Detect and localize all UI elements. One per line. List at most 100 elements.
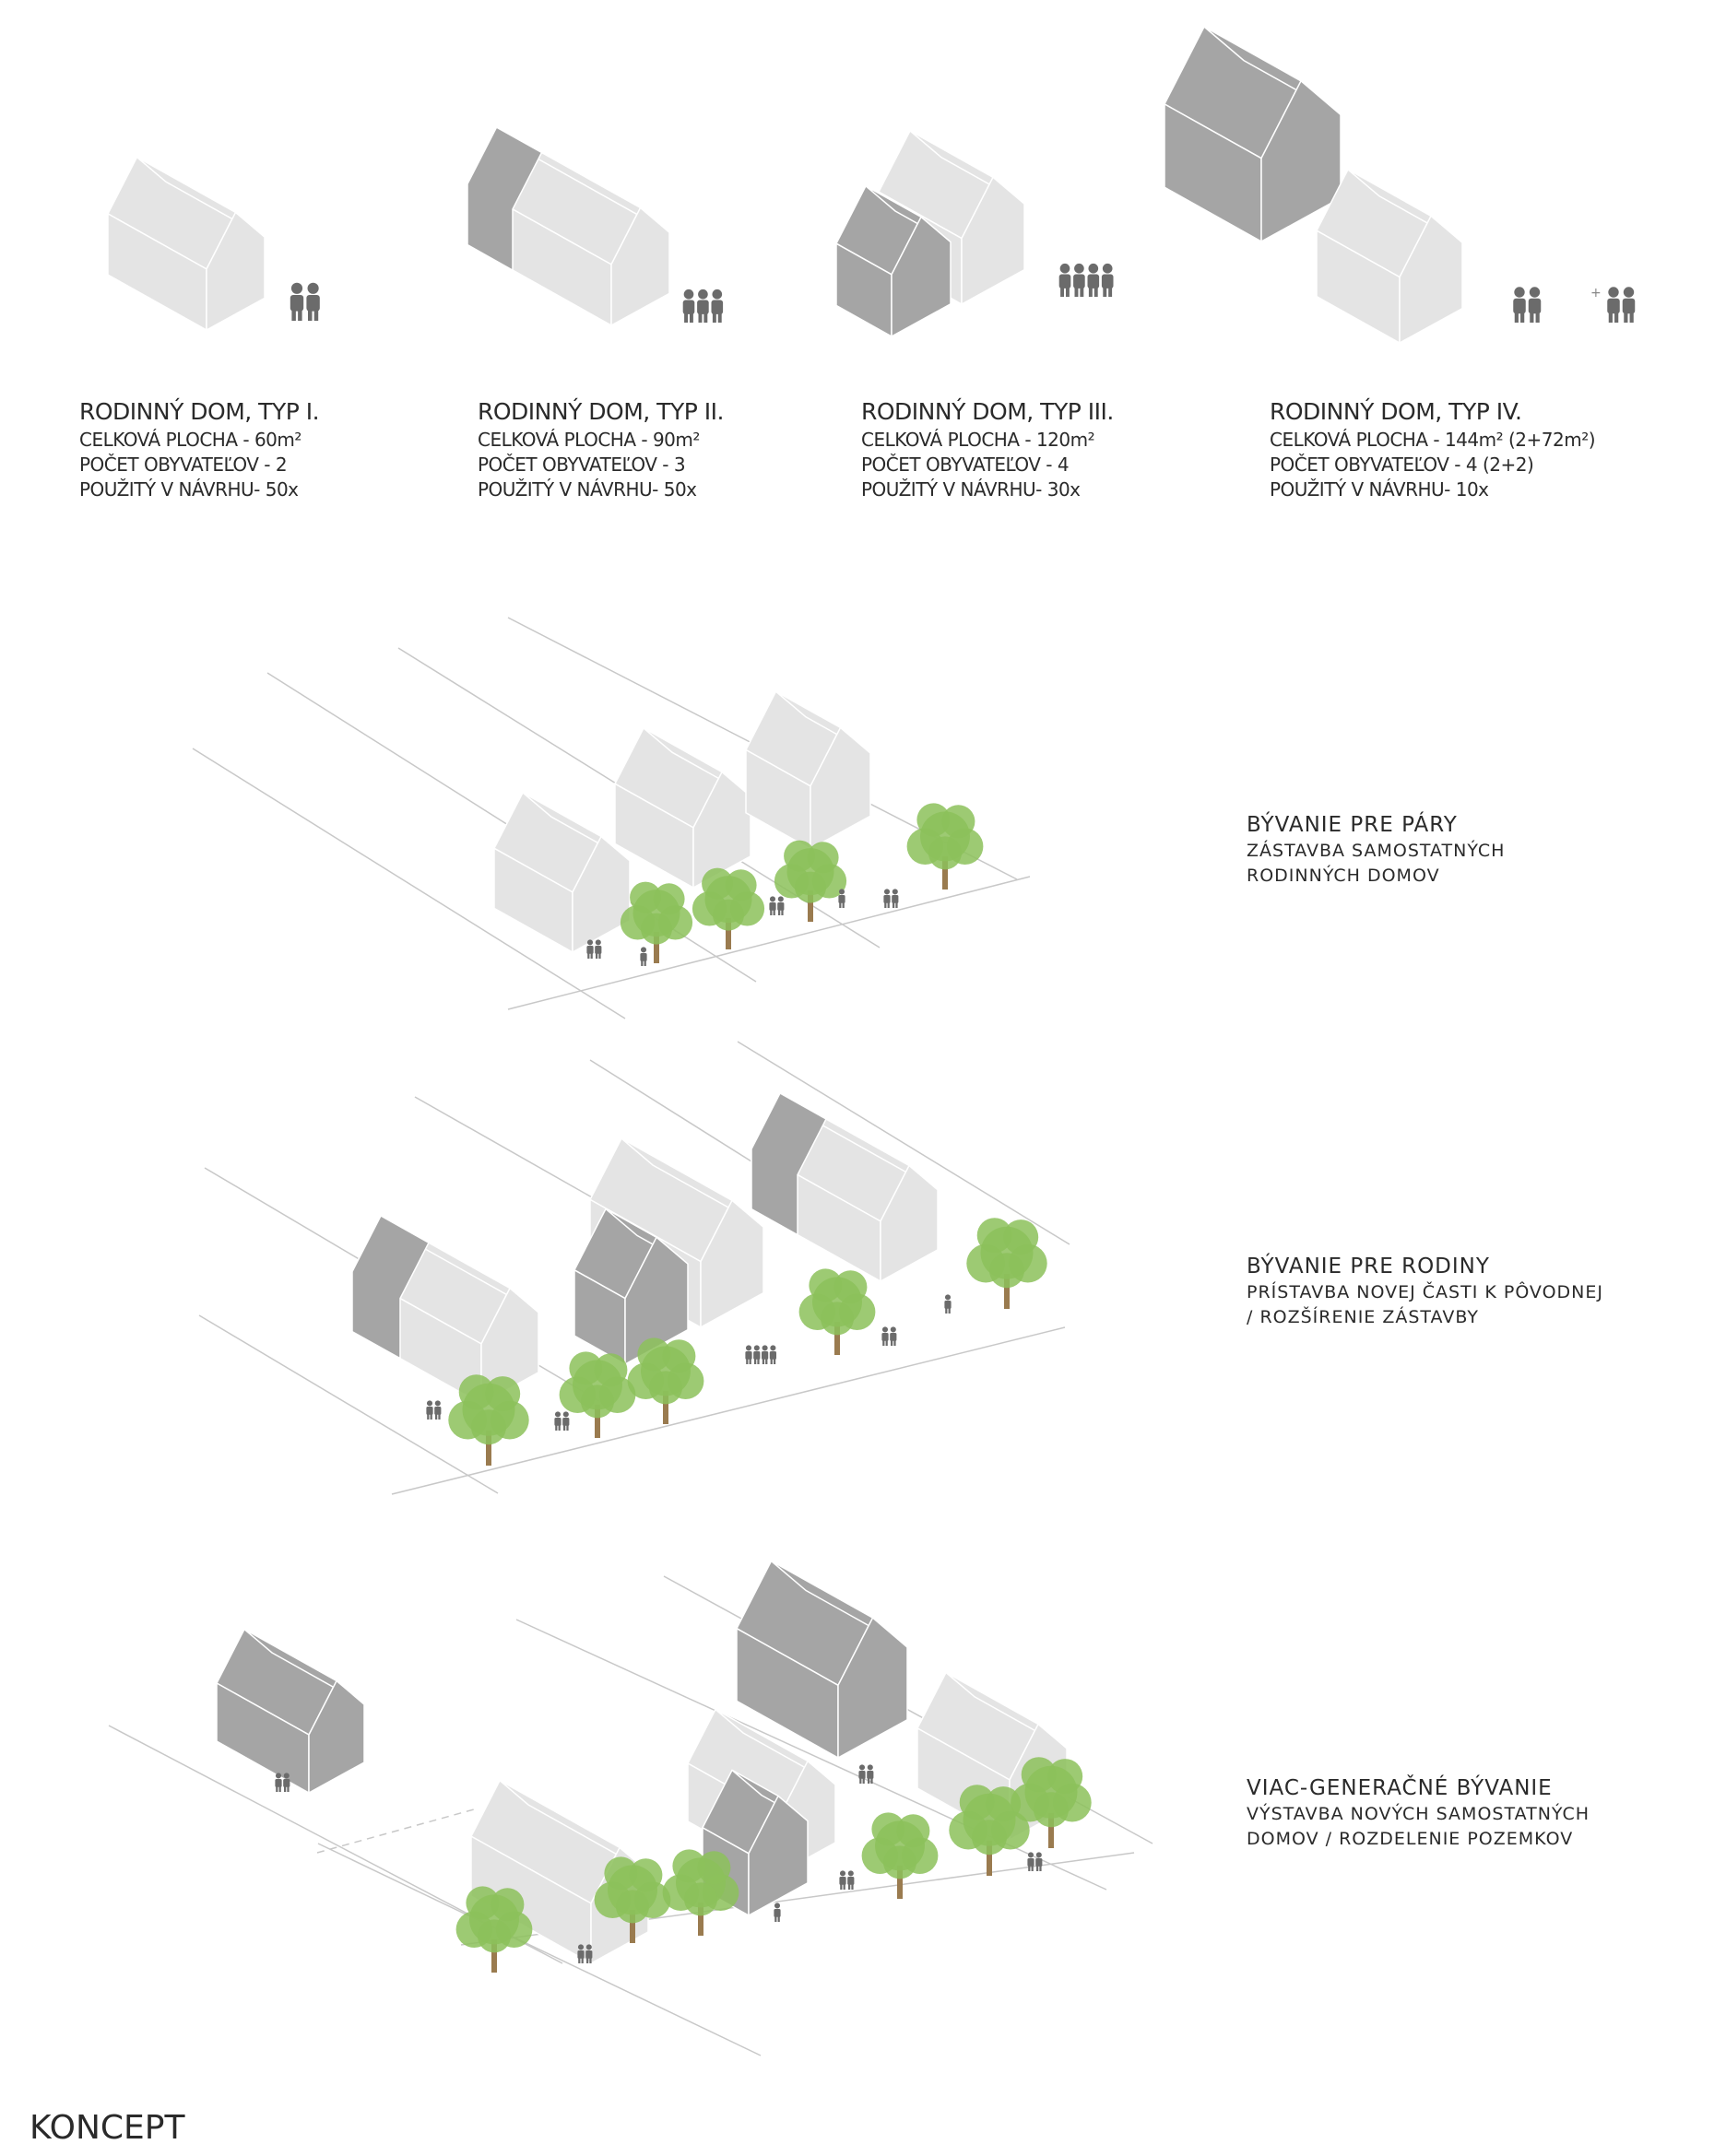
tree-icon: [798, 1268, 876, 1355]
house-type-4-elder-icon: [1164, 25, 1342, 243]
house-type-area: CELKOVÁ PLOCHA - 90m²: [478, 429, 700, 451]
elderly-couple-icon: [1528, 287, 1542, 323]
house-type-title: RODINNÝ DOM, TYP III.: [861, 398, 1114, 425]
couple-icon: [1607, 287, 1620, 323]
lot-line: [737, 1041, 1070, 1245]
scene-description: VÝSTAVBA NOVÝCH SAMOSTATNÝCH: [1247, 1804, 1590, 1824]
tree-icon: [949, 1785, 1030, 1876]
tree-icon: [620, 881, 693, 963]
gable-wall: [692, 771, 751, 889]
house-type-1: RODINNÝ DOM, TYP I. CELKOVÁ PLOCHA - 60m…: [79, 396, 320, 502]
person-icon: [881, 1326, 889, 1346]
tree-icon: [1011, 1757, 1092, 1848]
person-icon: [867, 1764, 874, 1784]
family-icon: [1073, 263, 1085, 297]
dashed-lot-line: [316, 1808, 475, 1854]
family-icon: [1058, 263, 1071, 297]
house: [573, 1208, 689, 1366]
house-type-used: POUŽITÝ V NÁVRHU- 50x: [79, 478, 299, 501]
house: [351, 1214, 539, 1406]
extension: [351, 1214, 430, 1360]
person-icon: [769, 896, 776, 915]
house-type-title: RODINNÝ DOM, TYP I.: [79, 398, 320, 425]
person-icon: [426, 1400, 433, 1420]
person-icon: [586, 939, 594, 959]
couple-icon: [290, 282, 304, 321]
person-icon: [585, 1944, 593, 1963]
person-icon: [745, 1345, 752, 1364]
tree-icon: [662, 1849, 739, 1936]
house-type-used: POUŽITÝ V NÁVRHU- 50x: [478, 478, 697, 501]
scene-description: DOMOV / ROZDELENIE POZEMKOV: [1247, 1829, 1574, 1849]
house-type-used: POUŽITÝ V NÁVRHU- 30x: [861, 478, 1081, 501]
house-type-title: RODINNÝ DOM, TYP II.: [478, 398, 724, 425]
house-type-area: CELKOVÁ PLOCHA - 144m² (2+72m²): [1270, 429, 1596, 451]
family-icon: [1101, 263, 1114, 297]
scene-label-couples: BÝVANIE PRE PÁRY ZÁSTAVBA SAMOSTATNÝCH R…: [1247, 811, 1505, 889]
couple-icon: [306, 282, 320, 321]
person-icon: [434, 1400, 442, 1420]
house-type-2-icon: [467, 126, 670, 327]
tree-icon: [692, 867, 765, 949]
person-icon: [944, 1294, 952, 1314]
house-type-residents: POČET OBYVATEĽOV - 3: [478, 454, 686, 476]
footer-title: KONCEPT: [30, 2109, 185, 2147]
gable-wall: [624, 1236, 689, 1366]
lot-line: [317, 1843, 762, 2056]
house-type-title: RODINNÝ DOM, TYP IV.: [1270, 398, 1522, 425]
scene-description: PRÍSTAVBA NOVEJ ČASTI K PÔVODNEJ: [1247, 1282, 1604, 1302]
road-line: [391, 1326, 1066, 1495]
person-icon: [283, 1773, 290, 1792]
house: [745, 690, 871, 851]
person-icon: [839, 1870, 846, 1890]
person-icon: [562, 1411, 570, 1431]
gable-wall: [206, 211, 266, 332]
house-type-4-young-icon: [1316, 168, 1463, 345]
house-type-residents: POČET OBYVATEĽOV - 4 (2+2): [1270, 454, 1534, 476]
person-icon: [554, 1411, 562, 1431]
scene-description: / ROZŠÍRENIE ZÁSTAVBY: [1247, 1307, 1479, 1327]
scene-title: BÝVANIE PRE PÁRY: [1247, 813, 1458, 837]
gable-wall: [1260, 79, 1342, 243]
house-type-used: POUŽITÝ V NÁVRHU- 10x: [1270, 478, 1489, 501]
tree-icon: [861, 1812, 939, 1899]
house: [493, 791, 631, 954]
family-icon: [711, 289, 724, 323]
gable-wall: [810, 726, 871, 851]
gable-wall: [610, 206, 670, 327]
person-icon: [762, 1345, 769, 1364]
house: [216, 1628, 365, 1795]
family-icon: [682, 289, 695, 323]
tree-icon: [559, 1351, 636, 1438]
house-type-4: RODINNÝ DOM, TYP IV. CELKOVÁ PLOCHA - 14…: [1270, 396, 1596, 502]
person-icon: [1035, 1852, 1043, 1871]
family-icon: [1087, 263, 1100, 297]
person-icon: [640, 947, 647, 966]
tree-icon: [627, 1337, 704, 1424]
person-icon: [595, 939, 602, 959]
tree-icon: [966, 1218, 1047, 1309]
person-icon: [753, 1345, 761, 1364]
person-icon: [1027, 1852, 1034, 1871]
house-type-area: CELKOVÁ PLOCHA - 120m²: [861, 429, 1095, 451]
person-icon: [858, 1764, 866, 1784]
person-icon: [774, 1903, 781, 1922]
person-icon: [769, 1345, 776, 1364]
house: [614, 726, 751, 889]
lot-line: [198, 1314, 499, 1494]
scene-title: BÝVANIE PRE RODINY: [1247, 1255, 1490, 1278]
house: [736, 1560, 908, 1760]
plus-sign: +: [1590, 286, 1602, 300]
person-icon: [892, 889, 899, 908]
elderly-couple-icon: [1513, 287, 1526, 323]
scene-label-multigenerational: VIAC-GENERAČNÉ BÝVANIE VÝSTAVBA NOVÝCH S…: [1247, 1774, 1590, 1852]
person-icon: [275, 1773, 282, 1792]
gable-wall: [572, 835, 631, 954]
person-icon: [577, 1944, 585, 1963]
person-icon: [847, 1870, 855, 1890]
house-type-residents: POČET OBYVATEĽOV - 4: [861, 454, 1070, 476]
family-icon: [697, 289, 709, 323]
house-type-3: RODINNÝ DOM, TYP III. CELKOVÁ PLOCHA - 1…: [861, 396, 1114, 502]
gable-wall: [961, 176, 1025, 306]
